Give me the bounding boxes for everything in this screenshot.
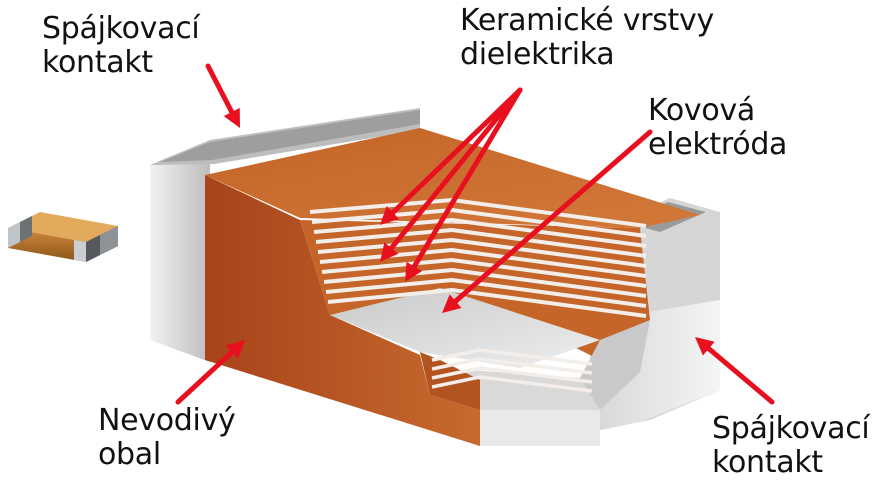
mini-capacitor-chip xyxy=(8,212,118,262)
arrow-head xyxy=(223,107,240,128)
label-line: Keramické vrstvy xyxy=(460,3,714,38)
label-line: Spájkovací xyxy=(42,11,200,46)
arrow-shaft xyxy=(390,87,523,216)
arrow-head xyxy=(380,242,399,262)
label-line: kontakt xyxy=(712,445,823,480)
electrode-stripe xyxy=(431,357,593,375)
electrode-stripe xyxy=(321,257,647,288)
label-line: Spájkovací xyxy=(712,411,870,446)
arrow-head xyxy=(380,206,400,225)
label-line: kontakt xyxy=(42,45,153,80)
electrode-stripe xyxy=(431,366,593,384)
electrode-stripe xyxy=(431,375,593,393)
label-nonconductive-case: Nevodivý obal xyxy=(98,404,236,472)
arrow-shaft xyxy=(175,349,235,405)
electrode-stripe xyxy=(323,267,647,298)
electrode-stripe xyxy=(325,277,647,308)
label-line: Kovová xyxy=(648,93,755,128)
label-line: dielektrika xyxy=(460,37,615,72)
electrode-stripe xyxy=(311,207,647,238)
label-metal-electrode: Kovová elektróda xyxy=(648,94,787,162)
arrow-head xyxy=(225,340,245,359)
arrow-shaft xyxy=(205,63,235,115)
label-line: Nevodivý xyxy=(98,403,236,438)
electrode-stripe xyxy=(319,247,647,278)
arrow-shaft xyxy=(388,87,523,251)
solder-contact-left xyxy=(150,108,420,362)
label-line: obal xyxy=(98,437,161,472)
arrow-head xyxy=(442,294,462,313)
arrow-shaft xyxy=(706,346,775,405)
electrode-stripe xyxy=(315,227,647,258)
electrode-stripe xyxy=(317,237,647,268)
arrow-shaft xyxy=(453,129,653,304)
annotation-arrows xyxy=(175,63,775,405)
electrode-stripe xyxy=(313,217,647,248)
electrode-stripe xyxy=(431,348,593,366)
arrow-head xyxy=(695,337,715,356)
label-line: elektróda xyxy=(648,127,788,162)
arrow-shaft xyxy=(411,87,523,270)
electrode-stripe xyxy=(327,287,647,318)
label-solder-contact-top: Spájkovací kontakt xyxy=(42,11,200,80)
arrow-head xyxy=(405,261,422,282)
electrode-surfaces xyxy=(330,288,650,410)
label-solder-contact-bottom: Spájkovací kontakt xyxy=(712,411,870,480)
label-ceramic-layers: Keramické vrstvy dielektrika xyxy=(460,4,714,72)
